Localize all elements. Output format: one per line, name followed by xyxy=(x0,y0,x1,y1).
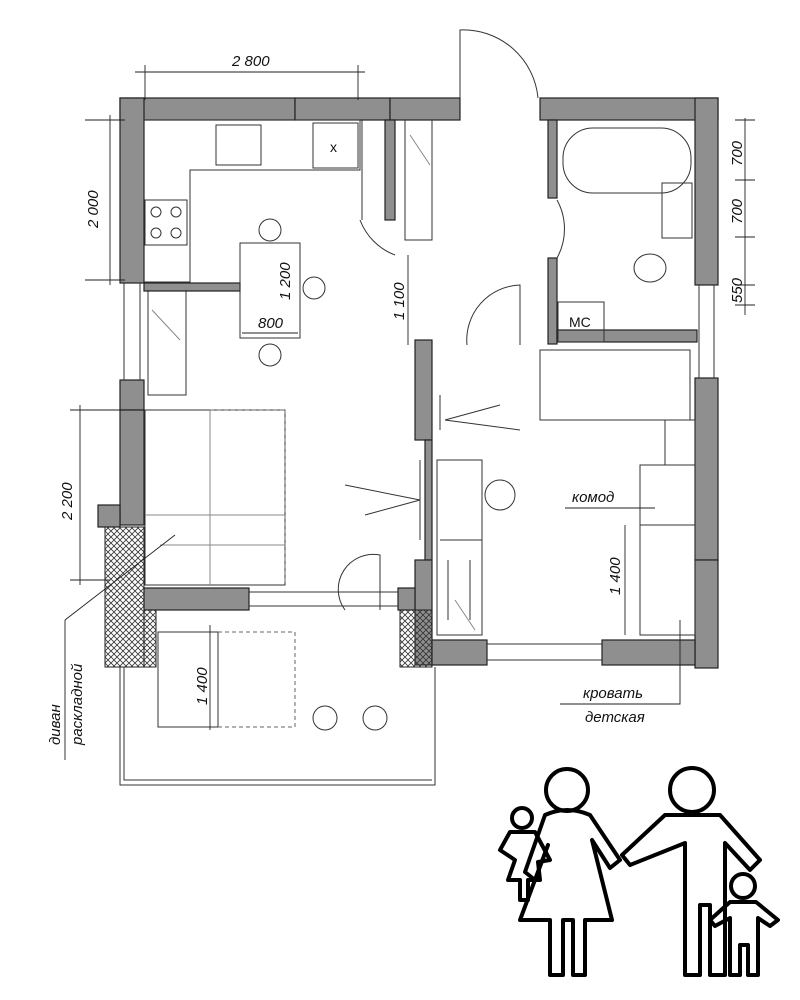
dim-table-length: 1 200 xyxy=(277,262,294,300)
dim-kitchen-depth: 2 000 xyxy=(85,190,102,229)
dimensions: 2 800 2 000 1 200 800 1 100 700 700 550 … xyxy=(59,53,755,730)
walls xyxy=(97,97,719,669)
furniture: х МС xyxy=(119,119,696,786)
dim-kids-bed: 1 400 xyxy=(607,557,624,595)
sofa-label-2: раскладной xyxy=(69,663,86,746)
dim-balcony-bed: 1 400 xyxy=(194,667,211,705)
dresser-label: комод xyxy=(572,489,614,506)
fridge-mark: х xyxy=(330,139,337,155)
kids-bed-label-1: кровать xyxy=(583,685,643,702)
kids-bed-label-2: детская xyxy=(585,709,645,726)
dim-bath-2: 700 xyxy=(729,198,746,224)
dim-kitchen-width: 2 800 xyxy=(231,53,270,70)
dim-bath-3: 550 xyxy=(729,277,746,303)
dim-corridor: 1 100 xyxy=(391,282,408,320)
dim-living-depth: 2 200 xyxy=(59,482,76,521)
doors xyxy=(337,29,565,611)
family-icon xyxy=(498,766,780,977)
room-labels: комод кровать детская диван раскладной xyxy=(47,489,681,760)
windows xyxy=(123,283,715,661)
dim-bath-1: 700 xyxy=(729,140,746,166)
dim-table-width: 800 xyxy=(258,315,284,332)
sofa-label-1: диван xyxy=(47,704,64,745)
washing-machine-label: МС xyxy=(569,314,591,330)
